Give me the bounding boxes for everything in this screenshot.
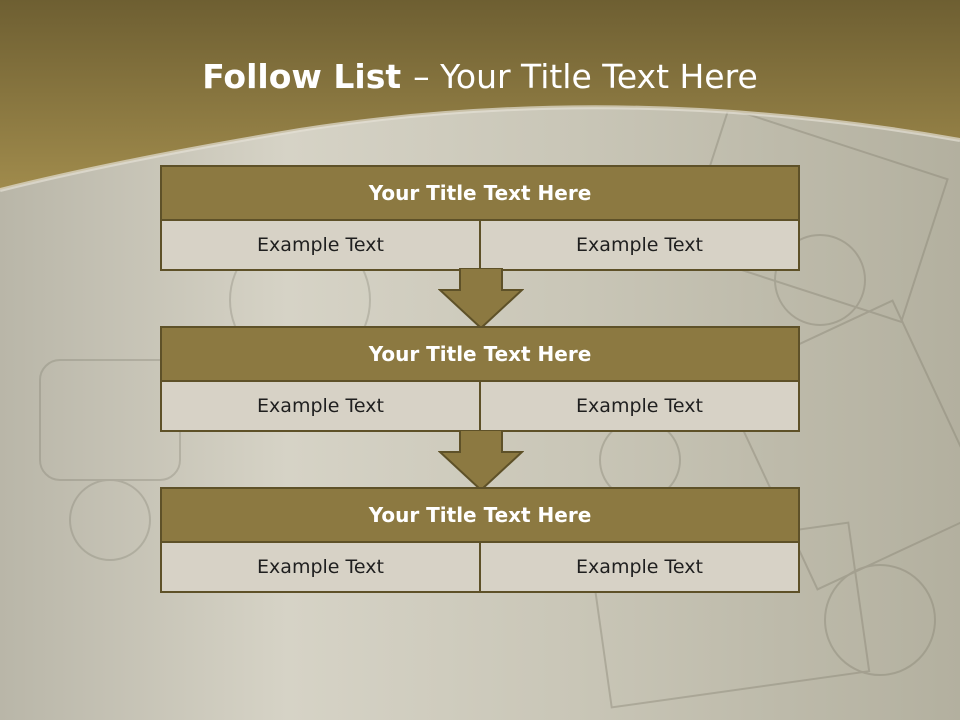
block-title: Your Title Text Here bbox=[160, 326, 800, 382]
block-left-text: Example Text bbox=[257, 556, 384, 578]
block-row: Example Text Example Text bbox=[160, 382, 800, 432]
list-block-3: Your Title Text Here Example Text Exampl… bbox=[160, 487, 800, 593]
block-row: Example Text Example Text bbox=[160, 543, 800, 593]
block-right-text: Example Text bbox=[479, 221, 798, 269]
title-rest: – Your Title Text Here bbox=[413, 57, 758, 96]
list-block-2: Your Title Text Here Example Text Exampl… bbox=[160, 326, 800, 432]
block-right-text: Example Text bbox=[479, 382, 798, 430]
block-right-text: Example Text bbox=[479, 543, 798, 591]
block-row: Example Text Example Text bbox=[160, 221, 800, 271]
down-arrow-icon bbox=[438, 430, 524, 492]
block-title: Your Title Text Here bbox=[160, 487, 800, 543]
block-left-text: Example Text bbox=[257, 395, 384, 417]
title-bold: Follow List bbox=[202, 57, 402, 96]
list-block-1: Your Title Text Here Example Text Exampl… bbox=[160, 165, 800, 271]
block-left-text: Example Text bbox=[257, 234, 384, 256]
down-arrow-icon bbox=[438, 268, 524, 330]
block-title: Your Title Text Here bbox=[160, 165, 800, 221]
slide-title: Follow List – Your Title Text Here bbox=[0, 55, 960, 99]
